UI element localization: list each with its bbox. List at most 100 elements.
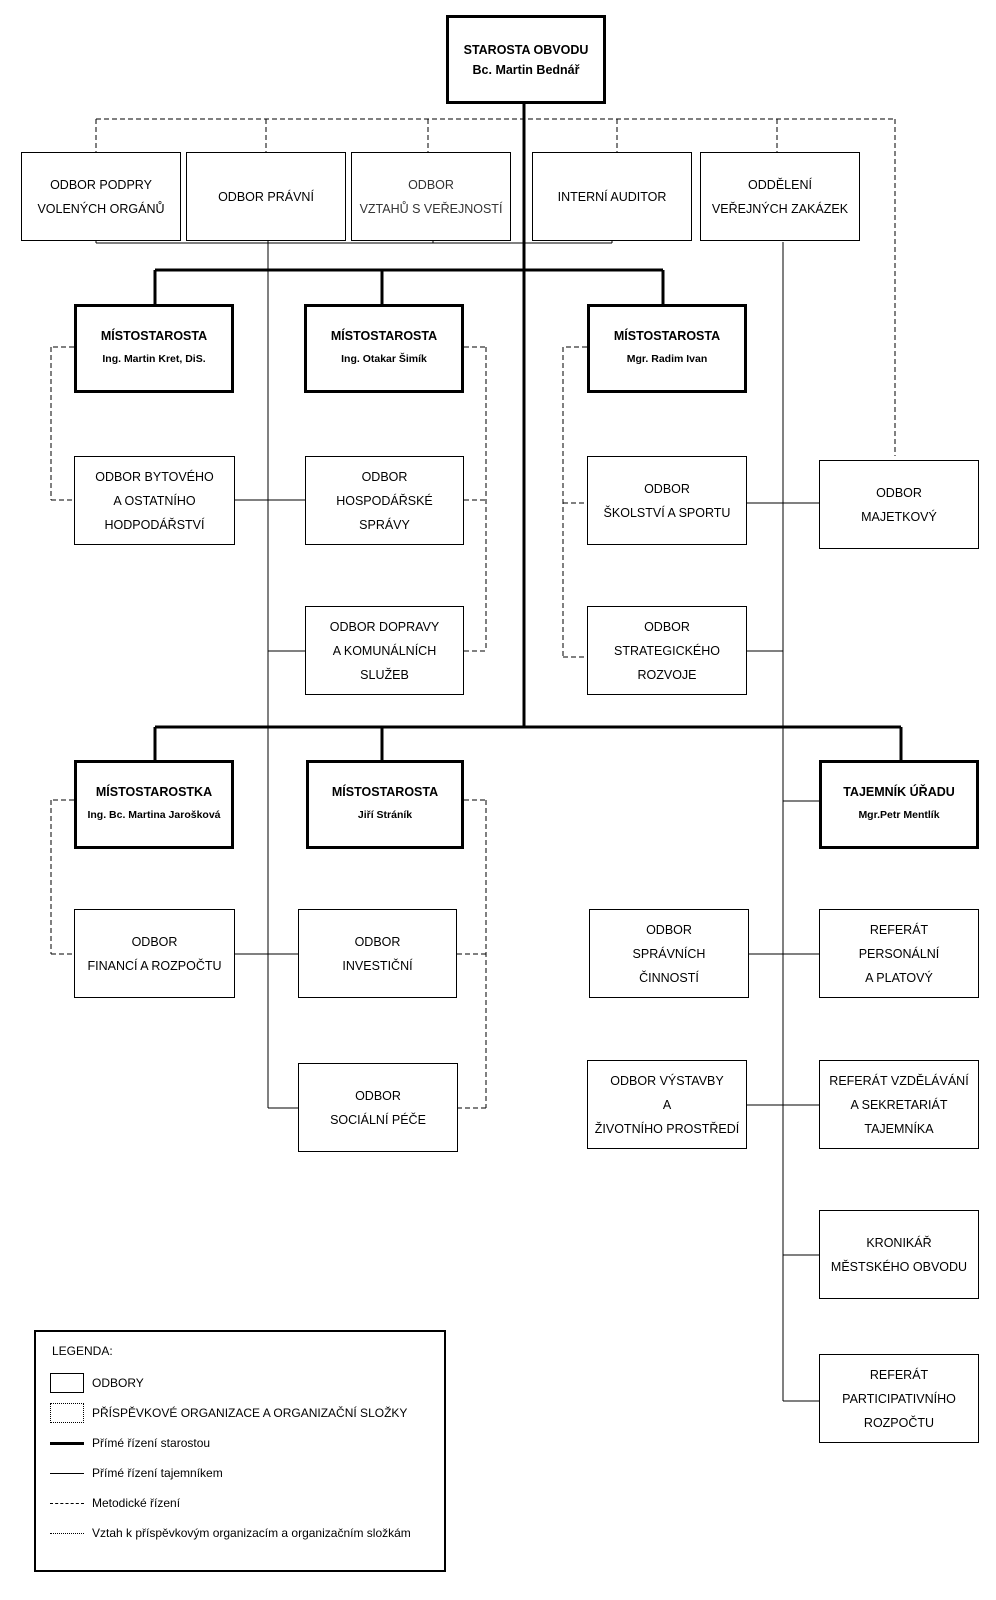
dept-construction-environment: ODBOR VÝSTAVBY A ŽIVOTNÍHO PROSTŘEDÍ [587,1060,747,1149]
dept-line: STRATEGICKÉHO [613,643,721,658]
dept-line: A OSTATNÍHO [113,493,196,508]
dept-public-relations: ODBOR VZTAHŮ S VEŘEJNOSTÍ [351,152,511,241]
mayor-name: Bc. Martin Bednář [472,62,580,77]
dept-social-care: ODBOR SOCIÁLNÍ PÉČE [298,1063,458,1152]
dept-strategic-development: ODBOR STRATEGICKÉHO ROZVOJE [587,606,747,695]
dept-line: TAJEMNÍKA [864,1121,934,1136]
dept-line: ODBOR VÝSTAVBY [610,1073,724,1088]
dept-line: VEŘEJNÝCH ZAKÁZEK [711,201,849,216]
legend-solid-box-symbol [50,1373,84,1393]
legend-label: Přímé řízení tajemníkem [92,1466,223,1480]
deputy-name: Ing. Otakar Šimík [341,352,427,365]
legend-item: ODBORY [50,1372,144,1394]
dept-line: HOSPODÁŘSKÉ [336,493,433,508]
legend: LEGENDA: ODBORY PŘÍSPĚVKOVÉ ORGANIZACE A… [34,1330,446,1572]
legend-item: Přímé řízení tajemníkem [50,1462,223,1484]
legend-item: Metodické řízení [50,1492,180,1514]
dept-line: VOLENÝCH ORGÁNŮ [37,201,165,216]
dept-line: REFERÁT VZDĚLÁVÁNÍ [829,1073,969,1088]
dept-public-procurement: ODDĚLENÍ VEŘEJNÝCH ZAKÁZEK [700,152,860,241]
dept-line: ŽIVOTNÍHO PROSTŘEDÍ [594,1121,740,1136]
dept-investment: ODBOR INVESTIČNÍ [298,909,457,998]
ref-participatory-budget: REFERÁT PARTICIPATIVNÍHO ROZPOČTU [819,1354,979,1443]
legend-thin-line-symbol [50,1464,84,1482]
dept-finance-budget: ODBOR FINANCÍ A ROZPOČTU [74,909,235,998]
dept-line: ODBOR [644,619,690,634]
dept-line: VZTAHŮ S VEŘEJNOSTÍ [359,201,503,216]
dept-line: SOCIÁLNÍ PÉČE [330,1112,426,1127]
dept-line: PERSONÁLNÍ [858,946,940,961]
dept-line: ŠKOLSTVÍ A SPORTU [603,505,731,520]
ref-personnel-payroll: REFERÁT PERSONÁLNÍ A PLATOVÝ [819,909,979,998]
legend-label: Přímé řízení starostou [92,1436,211,1450]
legend-item: PŘÍSPĚVKOVÉ ORGANIZACE A ORGANIZAČNÍ SLO… [50,1402,407,1424]
dept-line: ODBOR PODPRY [50,177,152,192]
dept-line: SPRÁVY [359,517,410,532]
secretary-box: TAJEMNÍK ÚŘADU Mgr.Petr Mentlík [819,760,979,849]
deputy-title: MÍSTOSTAROSTA [100,328,208,343]
dept-line: ODBOR [355,1088,401,1103]
dept-line: ČINNOSTÍ [639,970,699,985]
deputy-name: Ing. Bc. Martina Jarošková [87,808,221,821]
deputy-name: Mgr.Petr Mentlík [858,808,940,821]
dept-housing: ODBOR BYTOVÉHO A OSTATNÍHO HODPODÁŘSTVÍ [74,456,235,545]
deputy-title: MÍSTOSTAROSTKA [95,784,213,799]
dept-line: SLUŽEB [360,667,409,682]
deputy-simik-box: MÍSTOSTAROSTA Ing. Otakar Šimík [304,304,464,393]
internal-auditor: INTERNÍ AUDITOR [532,152,692,241]
deputy-kret-box: MÍSTOSTAROSTA Ing. Martin Kret, DiS. [74,304,234,393]
legend-label: Metodické řízení [92,1496,181,1510]
dept-line: ODBOR DOPRAVY [329,619,440,634]
legend-label: Vztah k příspěvkovým organizacím a organ… [92,1526,411,1540]
legend-title: LEGENDA: [52,1344,113,1358]
deputy-title: MÍSTOSTAROSTA [613,328,721,343]
legend-label: ODBORY [92,1376,144,1390]
deputy-title: TAJEMNÍK ÚŘADU [843,784,955,799]
deputy-title: MÍSTOSTAROSTA [331,784,439,799]
dept-transport-municipal: ODBOR DOPRAVY A KOMUNÁLNÍCH SLUŽEB [305,606,464,695]
mayor-box: STAROSTA OBVODU Bc. Martin Bednář [446,15,606,104]
ref-education-secretariat: REFERÁT VZDĚLÁVÁNÍ A SEKRETARIÁT TAJEMNÍ… [819,1060,979,1149]
dept-line: MAJETKOVÝ [861,509,937,524]
dept-support-elected-bodies: ODBOR PODPRY VOLENÝCH ORGÁNŮ [21,152,181,241]
deputy-stranik-box: MÍSTOSTAROSTA Jiří Stráník [306,760,464,849]
mayor-title: STAROSTA OBVODU [463,42,589,57]
dept-line: ODBOR [354,934,401,949]
dept-line: ODBOR BYTOVÉHO [95,469,214,484]
legend-item: Vztah k příspěvkovým organizacím a organ… [50,1522,411,1544]
dept-line: REFERÁT [869,1367,929,1382]
dept-education-sport: ODBOR ŠKOLSTVÍ A SPORTU [587,456,747,545]
dept-line: ODBOR [408,177,454,192]
dept-line: ODDĚLENÍ [748,177,812,192]
legend-item: Přímé řízení starostou [50,1432,210,1454]
dept-line: PARTICIPATIVNÍHO [842,1391,956,1406]
dept-line: A SEKRETARIÁT [850,1097,948,1112]
legend-dotted-box-symbol [50,1403,84,1423]
dept-line: ODBOR PRÁVNÍ [218,189,314,204]
dept-line: MĚSTSKÉHO OBVODU [830,1259,968,1274]
dept-line: A KOMUNÁLNÍCH [332,643,437,658]
chronicler: KRONIKÁŘ MĚSTSKÉHO OBVODU [819,1210,979,1299]
deputy-jaroskova-box: MÍSTOSTAROSTKA Ing. Bc. Martina Jaroškov… [74,760,234,849]
deputy-name: Jiří Stráník [357,808,413,821]
dept-line: A [662,1097,672,1112]
dept-line: ODBOR [644,481,690,496]
dept-property: ODBOR MAJETKOVÝ [819,460,979,549]
legend-thick-line-symbol [50,1434,84,1452]
deputy-name: Ing. Martin Kret, DiS. [102,352,206,365]
dept-line: KRONIKÁŘ [866,1235,932,1250]
dept-line: ROZVOJE [637,667,697,682]
dept-line: FINANCÍ A ROZPOČTU [87,958,222,973]
dept-economic-administration: ODBOR HOSPODÁŘSKÉ SPRÁVY [305,456,464,545]
deputy-ivan-box: MÍSTOSTAROSTA Mgr. Radim Ivan [587,304,747,393]
legend-label: PŘÍSPĚVKOVÉ ORGANIZACE A ORGANIZAČNÍ SLO… [92,1406,408,1420]
legend-dotted-line-symbol [50,1524,84,1542]
dept-line: ODBOR [646,922,692,937]
dept-line: A PLATOVÝ [865,970,933,985]
dept-line: INVESTIČNÍ [342,958,413,973]
legend-dashed-line-symbol [50,1494,84,1512]
dept-line: HODPODÁŘSTVÍ [104,517,205,532]
dept-line: ODBOR [131,934,178,949]
dept-line: ROZPOČTU [863,1415,935,1430]
